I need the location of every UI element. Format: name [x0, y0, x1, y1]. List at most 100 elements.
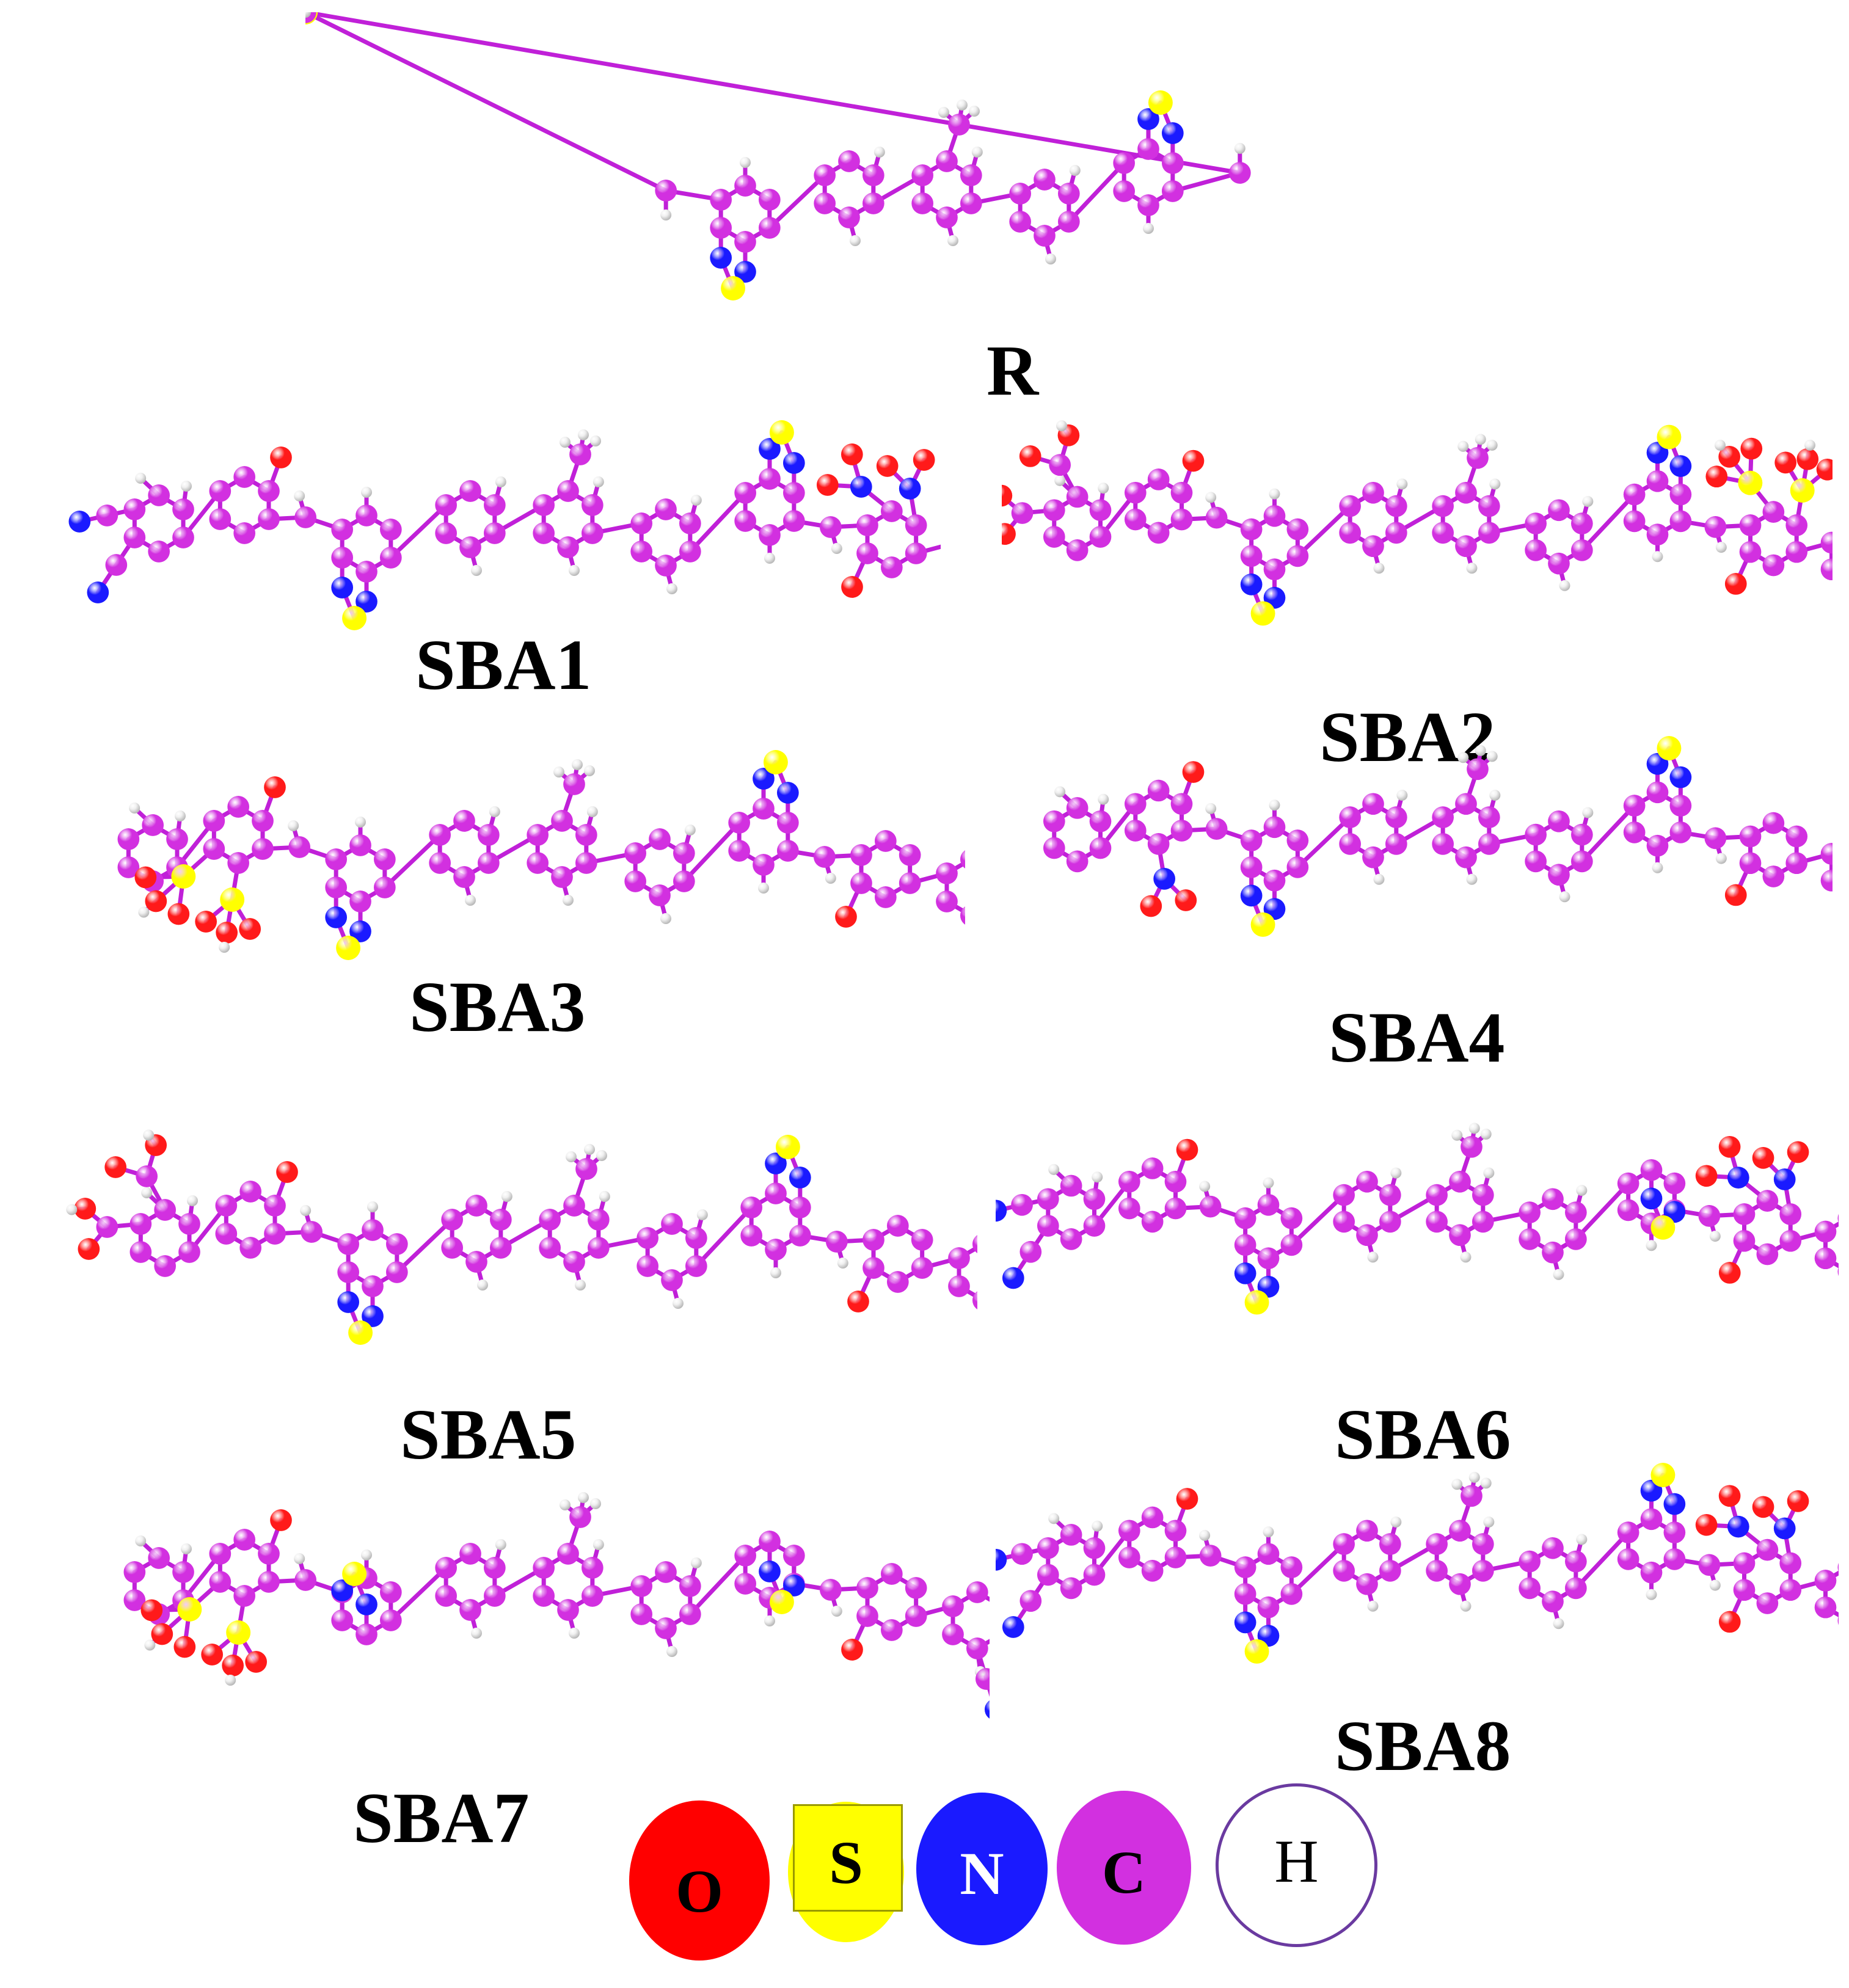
- bond: [395, 1217, 454, 1275]
- atom-H: [1143, 223, 1154, 234]
- atom-C: [1432, 833, 1454, 855]
- atom-C: [379, 1581, 402, 1603]
- atom-C: [477, 852, 500, 874]
- atom-C: [533, 494, 555, 516]
- molecule-SBA3-structure: [117, 750, 965, 960]
- atom-H: [1576, 1534, 1588, 1545]
- atom-S: [1738, 470, 1763, 495]
- molecule-SBA7: [24, 1417, 990, 1771]
- atom-H: [1457, 440, 1469, 452]
- atom-C: [685, 1255, 707, 1277]
- atom-C: [679, 1603, 701, 1625]
- atom-C: [557, 536, 579, 558]
- atom-C: [880, 500, 903, 522]
- atom-C: [123, 1589, 146, 1611]
- atom-C: [1037, 1537, 1059, 1559]
- atom-C: [1779, 1552, 1802, 1575]
- atom-N: [1153, 868, 1176, 890]
- atom-C: [215, 1223, 238, 1245]
- atom-C: [972, 1235, 977, 1253]
- atom-C: [862, 164, 884, 186]
- atom-H: [578, 429, 589, 440]
- atom-C: [1478, 495, 1500, 517]
- atom-H: [1489, 478, 1501, 490]
- atom-C: [1640, 1508, 1663, 1531]
- atom-C: [1019, 1240, 1042, 1263]
- atom-C: [1240, 545, 1263, 567]
- atom-N: [782, 1575, 805, 1597]
- atom-C: [734, 510, 757, 532]
- atom-C: [1379, 1533, 1401, 1555]
- atom-C: [948, 114, 970, 136]
- atom-C: [1280, 1583, 1303, 1605]
- atom-N: [776, 782, 799, 804]
- atom-O: [1724, 884, 1747, 906]
- atom-C: [1043, 499, 1065, 522]
- atom-C: [1339, 522, 1362, 544]
- atom-C: [1478, 806, 1500, 828]
- atom-C: [1234, 1556, 1256, 1578]
- atom-C: [429, 852, 451, 874]
- atom-C: [1257, 1596, 1280, 1618]
- atom-C: [1124, 481, 1147, 504]
- atom-C: [734, 1573, 757, 1595]
- atom-C: [258, 1571, 280, 1593]
- atom-C: [814, 192, 836, 214]
- atom-C: [1161, 152, 1184, 174]
- atom-C: [649, 884, 671, 906]
- atom-C: [1432, 522, 1454, 544]
- atom-H: [495, 476, 506, 487]
- atom-H: [553, 766, 564, 777]
- atom-C: [1785, 514, 1808, 536]
- atom-C: [948, 1247, 970, 1269]
- atom-N: [362, 1305, 384, 1327]
- atom-H: [690, 495, 702, 506]
- atom-O: [816, 474, 839, 496]
- atom-C: [483, 1585, 506, 1607]
- atom-C: [533, 1557, 555, 1579]
- atom-C: [1623, 483, 1646, 506]
- atom-H: [1048, 1163, 1060, 1175]
- atom-S: [171, 864, 196, 889]
- atom-C: [1333, 1184, 1355, 1206]
- atom-H: [135, 473, 147, 484]
- atom-H: [560, 437, 571, 448]
- atom-C: [1205, 506, 1228, 529]
- atom-C: [527, 824, 549, 846]
- atom-C: [379, 547, 402, 569]
- atom-S: [336, 936, 361, 960]
- atom-C: [331, 547, 354, 569]
- atom-H: [566, 1151, 577, 1162]
- atom-H: [1396, 478, 1408, 490]
- atom-H: [181, 1543, 192, 1554]
- molecule-R: [305, 12, 1539, 391]
- atom-C: [1663, 1548, 1686, 1570]
- atom-C: [1356, 1573, 1378, 1595]
- bond: [1289, 1193, 1346, 1247]
- atom-C: [1669, 795, 1692, 817]
- atom-C: [1286, 545, 1309, 567]
- atom-H: [1489, 790, 1501, 801]
- atom-C: [1617, 1548, 1639, 1570]
- atom-S: [1657, 424, 1682, 450]
- atom-N: [789, 1167, 811, 1189]
- molecule-SBA3: [18, 715, 965, 1075]
- atom-C: [575, 1158, 597, 1180]
- atom-C: [178, 1241, 200, 1263]
- atom-N: [734, 261, 756, 283]
- atom-O: [1695, 1165, 1718, 1187]
- atom-C: [679, 512, 701, 534]
- atom-H: [593, 1539, 604, 1550]
- atom-C: [1432, 806, 1454, 828]
- atom-C: [1640, 1159, 1663, 1181]
- atom-C: [753, 854, 775, 876]
- atom-O: [1175, 889, 1197, 911]
- atom-O: [270, 1509, 292, 1531]
- atom-C: [1170, 508, 1193, 531]
- atom-C: [1461, 1485, 1482, 1507]
- atom-C: [1478, 522, 1500, 544]
- atom-C: [1733, 1203, 1756, 1225]
- atom-C: [575, 852, 597, 874]
- atom-C: [172, 526, 194, 548]
- atom-C: [453, 866, 475, 888]
